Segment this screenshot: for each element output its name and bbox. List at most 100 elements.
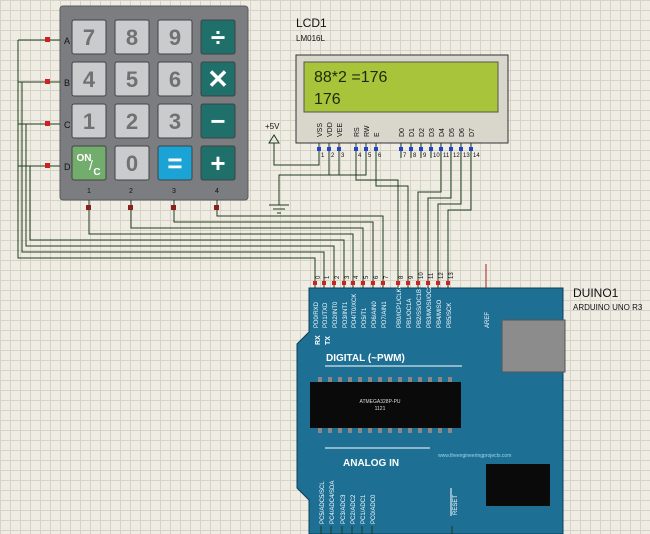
- key-face[interactable]: [71, 61, 107, 97]
- chip-pin: [368, 377, 372, 382]
- pin-marker: [406, 281, 410, 285]
- chip-pin: [328, 428, 332, 433]
- digital-pin-number: 10: [419, 272, 425, 279]
- website-label: www.theengineeringprojects.com: [438, 453, 511, 459]
- lcd-pin-label: RW: [364, 125, 371, 137]
- key-label: −: [210, 106, 225, 136]
- key-digit-8[interactable]: 8: [114, 19, 150, 55]
- digital-pin-label: PB4/MISO: [437, 299, 443, 328]
- key-on-clear[interactable]: ON/C: [71, 145, 107, 181]
- digital-pin-number: 6: [374, 275, 380, 279]
- lcd-pin-label: D2: [419, 128, 426, 137]
- digital-pin-label: PD7/AIN1: [382, 301, 388, 328]
- pin-marker: [459, 147, 463, 151]
- key-face[interactable]: [114, 19, 150, 55]
- key-digit-2[interactable]: 2: [114, 103, 150, 139]
- key-digit-1[interactable]: 1: [71, 103, 107, 139]
- key-face[interactable]: [71, 19, 107, 55]
- arduino-model: ARDUINO UNO R3: [573, 303, 643, 312]
- key-face[interactable]: [71, 145, 107, 181]
- key-label: 6: [169, 67, 181, 92]
- chip-pin: [448, 428, 452, 433]
- pin-marker: [171, 205, 176, 210]
- lcd-pin-number: 7: [403, 153, 407, 159]
- pin-marker: [371, 281, 375, 285]
- wire-row-a: [17, 40, 316, 264]
- key-label: 9: [169, 25, 181, 50]
- lcd-pin-label: VEE: [337, 123, 344, 137]
- key-face[interactable]: [200, 145, 236, 181]
- lcd-model: LM016L: [296, 34, 325, 43]
- wire-lcd-rs: [355, 158, 399, 264]
- key-label: ÷: [211, 22, 225, 52]
- key-face[interactable]: [200, 61, 236, 97]
- key-digit-5[interactable]: 5: [114, 61, 150, 97]
- key-operator-3-2[interactable]: −: [200, 103, 236, 139]
- key-face[interactable]: [200, 19, 236, 55]
- key-label: 1: [83, 109, 95, 134]
- pin-marker: [128, 205, 133, 210]
- key-operator-3-3[interactable]: +: [200, 145, 236, 181]
- key-face[interactable]: [157, 145, 193, 181]
- key-operator-3-0[interactable]: ÷: [200, 19, 236, 55]
- pin-marker: [327, 147, 331, 151]
- pin-marker: [45, 121, 50, 126]
- lcd-pin-number: 4: [358, 153, 362, 159]
- lcd-pin-label: RS: [354, 127, 361, 137]
- pin-marker: [439, 147, 443, 151]
- digital-pin-label: AREF: [485, 312, 491, 328]
- lcd-pin-number: 12: [453, 153, 460, 159]
- key-face[interactable]: [114, 103, 150, 139]
- key-label: 0: [126, 151, 138, 176]
- key-face[interactable]: [114, 145, 150, 181]
- chip-pin: [328, 377, 332, 382]
- chip-pin: [358, 428, 362, 433]
- chip-pin: [418, 428, 422, 433]
- key-digit-9[interactable]: 9: [157, 19, 193, 55]
- key-face[interactable]: [71, 103, 107, 139]
- key-face[interactable]: [114, 61, 150, 97]
- chip-pin: [378, 377, 382, 382]
- digital-pin-number: 13: [449, 272, 455, 279]
- digital-pin-label: PD6/AIN0: [372, 301, 378, 328]
- microcontroller-chip: [310, 382, 461, 428]
- lcd-pin-number: 3: [341, 153, 345, 159]
- key-digit-4[interactable]: 4: [71, 61, 107, 97]
- lcd-pin-label: D4: [439, 128, 446, 137]
- key-digit-3[interactable]: 3: [157, 103, 193, 139]
- key-equals[interactable]: =: [157, 145, 193, 181]
- keypad-col-label: 1: [87, 188, 91, 195]
- lcd-screen: [303, 61, 499, 113]
- chip-pin: [418, 377, 422, 382]
- key-digit-0[interactable]: 0: [114, 145, 150, 181]
- chip-pin: [408, 428, 412, 433]
- chip-pin: [408, 377, 412, 382]
- digital-pin-label: PB0/ICP1/CLKO: [397, 283, 403, 328]
- key-face[interactable]: [157, 19, 193, 55]
- chip-label: ATMEGA328P-PU: [359, 399, 400, 405]
- key-label: +: [210, 148, 225, 178]
- chip-pin: [438, 377, 442, 382]
- wire-lcd-d5: [427, 158, 452, 264]
- lcd-pin-label: D1: [409, 128, 416, 137]
- pin-marker: [317, 147, 321, 151]
- digital-pin-number: 1: [325, 275, 331, 279]
- wire-lcd-d7: [447, 158, 472, 264]
- keypad-col-label: 3: [172, 188, 176, 195]
- key-face[interactable]: [157, 103, 193, 139]
- key-digit-7[interactable]: 7: [71, 19, 107, 55]
- key-digit-6[interactable]: 6: [157, 61, 193, 97]
- pin-marker: [45, 163, 50, 168]
- pin-marker: [449, 147, 453, 151]
- key-face[interactable]: [200, 103, 236, 139]
- key-label: 4: [83, 67, 96, 92]
- key-on-clear-label: C: [93, 167, 100, 178]
- key-on-slash: /: [89, 157, 93, 173]
- key-operator-3-1[interactable]: ✕: [200, 61, 236, 97]
- key-face[interactable]: [157, 61, 193, 97]
- pin-marker: [396, 281, 400, 285]
- power-label: +5V: [265, 122, 280, 131]
